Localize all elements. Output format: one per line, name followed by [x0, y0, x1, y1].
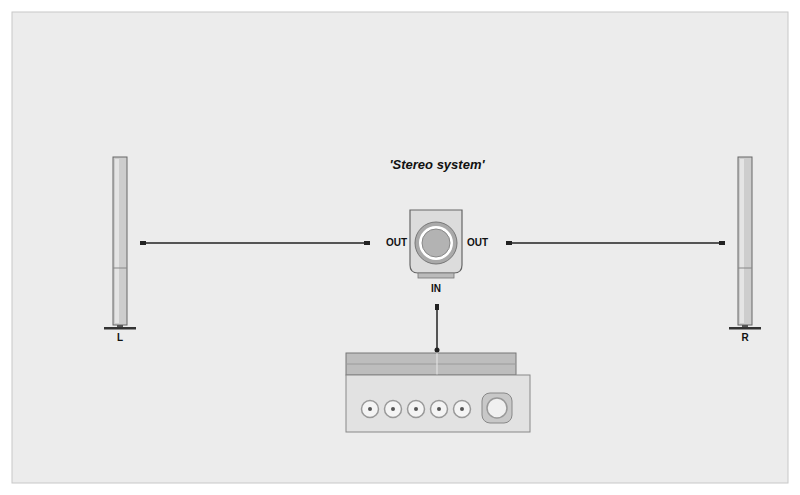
channel-label: L [117, 332, 123, 344]
audio-source-unit [346, 353, 530, 432]
background-panel [12, 12, 788, 483]
port-label: OUT [467, 237, 488, 249]
speaker-unit: R [725, 150, 765, 346]
speaker-cable [140, 241, 370, 245]
speaker-cable [506, 241, 725, 245]
speaker-unit: L [100, 150, 140, 346]
subwoofer-unit: OUT OUT IN [370, 205, 506, 303]
speaker-tower [100, 150, 140, 346]
channel-label: R [741, 332, 748, 344]
wire-in [435, 304, 440, 353]
port-label: OUT [386, 237, 407, 249]
port-label: IN [431, 283, 441, 295]
diagram-title: 'Stereo system' [389, 157, 484, 173]
speaker-tower [725, 150, 765, 346]
